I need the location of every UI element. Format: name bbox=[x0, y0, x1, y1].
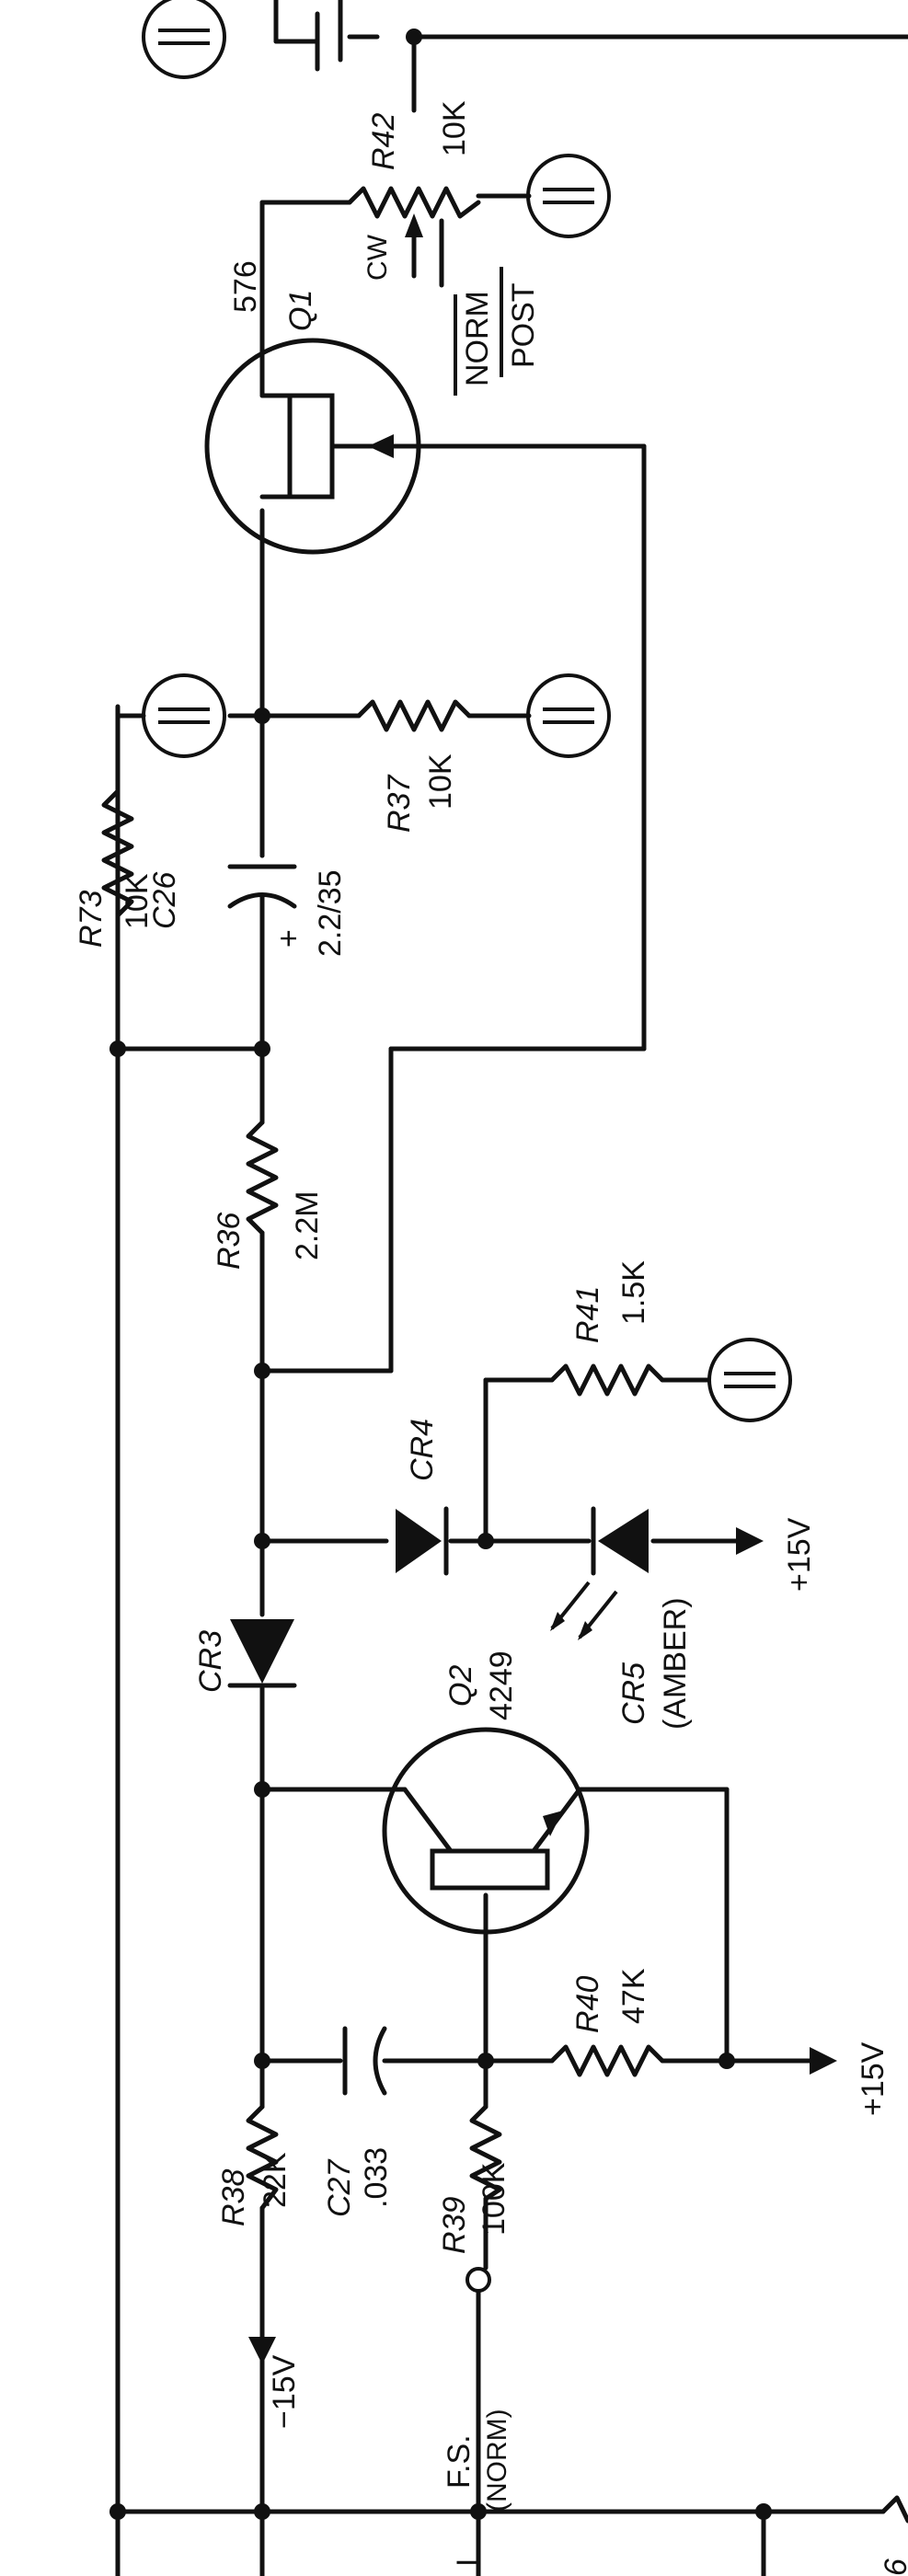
fs-sub-label: (NORM) bbox=[482, 2409, 512, 2512]
ground-symbol-top-left bbox=[142, 0, 226, 79]
r36-ref: R36 bbox=[212, 1213, 247, 1270]
r73-value: 10K bbox=[120, 873, 155, 929]
minus15v-arrow: −15V bbox=[248, 2337, 302, 2429]
c26-polarity: + bbox=[271, 929, 306, 948]
ground-symbol-r37 bbox=[526, 673, 611, 758]
r73-ref: R73 bbox=[74, 891, 109, 948]
r42-cw: CW bbox=[362, 234, 393, 281]
q1-part: 576 bbox=[228, 260, 263, 313]
r73-resistor: R73 10K bbox=[74, 713, 155, 1052]
c27-value: .033 bbox=[359, 2147, 394, 2208]
q2-transistor: Q2 4249 bbox=[382, 1650, 590, 1935]
r41-value: 1.5K bbox=[616, 1260, 651, 1325]
r37-resistor: R37 10K bbox=[356, 699, 472, 833]
ground-symbol-r41 bbox=[707, 1338, 792, 1422]
q1-transistor: Q1 576 bbox=[204, 260, 421, 555]
junctions bbox=[109, 29, 772, 2520]
r40-resistor: R40 47K bbox=[549, 1968, 665, 2077]
r37-value: 10K bbox=[423, 753, 458, 810]
ground-symbol-r73 bbox=[115, 673, 226, 758]
c27-ref: C27 bbox=[322, 2159, 357, 2217]
battery-fragment bbox=[273, 0, 380, 72]
fs-label: F.S. bbox=[442, 2434, 477, 2489]
q2-ref: Q2 bbox=[443, 1665, 478, 1707]
c27-capacitor: C27 .033 bbox=[322, 2026, 394, 2217]
ground-symbol-r42 bbox=[526, 154, 611, 238]
r38-resistor: R38 22K bbox=[216, 2104, 293, 2226]
r36-value: 2.2M bbox=[290, 1190, 325, 1260]
r39-ref: R39 bbox=[437, 2197, 472, 2254]
plus15v-label-b: +15V bbox=[856, 2041, 891, 2116]
cr5-color: (AMBER) bbox=[658, 1597, 693, 1730]
edge-label-left: I bbox=[451, 2559, 486, 2567]
plus15v-arrow-a: +15V bbox=[736, 1517, 817, 1592]
plus15v-arrow-b: +15V bbox=[810, 2041, 891, 2116]
cr3-ref: CR3 bbox=[193, 1630, 228, 1693]
plus15v-label-a: +15V bbox=[782, 1517, 817, 1592]
minus15v-label: −15V bbox=[267, 2354, 302, 2429]
c26-value: 2.2/35 bbox=[313, 869, 348, 957]
q1-ref: Q1 bbox=[283, 290, 318, 331]
r38-value: 22K bbox=[258, 2152, 293, 2208]
edge-label-right: 6 bbox=[879, 2559, 908, 2576]
r42-potentiometer: R42 10K CW bbox=[347, 100, 481, 281]
r39-resistor: R39 100K bbox=[437, 2104, 511, 2254]
r39-value: 100K bbox=[477, 2162, 511, 2236]
r42-value: 10K bbox=[437, 100, 472, 156]
cr4-ref: CR4 bbox=[405, 1419, 440, 1481]
cr4-diode: CR4 bbox=[396, 1419, 449, 1576]
edge-fragments: I 6 bbox=[451, 2495, 908, 2576]
r36-resistor: R36 2.2M bbox=[212, 1120, 325, 1270]
r37-ref: R37 bbox=[382, 775, 417, 833]
r42-ref: R42 bbox=[366, 113, 401, 170]
r40-value: 47K bbox=[616, 1968, 651, 2024]
c26-ref: C26 bbox=[147, 872, 182, 929]
norm-post-switch: NORM POST bbox=[439, 218, 541, 396]
cr5-led: CR5 (AMBER) bbox=[550, 1506, 693, 1730]
q2-part: 4249 bbox=[484, 1650, 519, 1720]
c26-capacitor: C26 2.2/35 + bbox=[147, 713, 348, 1052]
r38-ref: R38 bbox=[216, 2169, 251, 2226]
switch-post-label: POST bbox=[506, 282, 541, 368]
switch-norm-label: NORM bbox=[460, 291, 495, 386]
cr5-ref: CR5 bbox=[616, 1662, 651, 1725]
cr3-diode: CR3 bbox=[193, 1619, 297, 1693]
r41-ref: R41 bbox=[570, 1286, 605, 1343]
r40-ref: R40 bbox=[570, 1976, 605, 2033]
fs-terminal: F.S. (NORM) bbox=[442, 2267, 512, 2512]
r41-resistor: R41 1.5K bbox=[549, 1260, 665, 1397]
